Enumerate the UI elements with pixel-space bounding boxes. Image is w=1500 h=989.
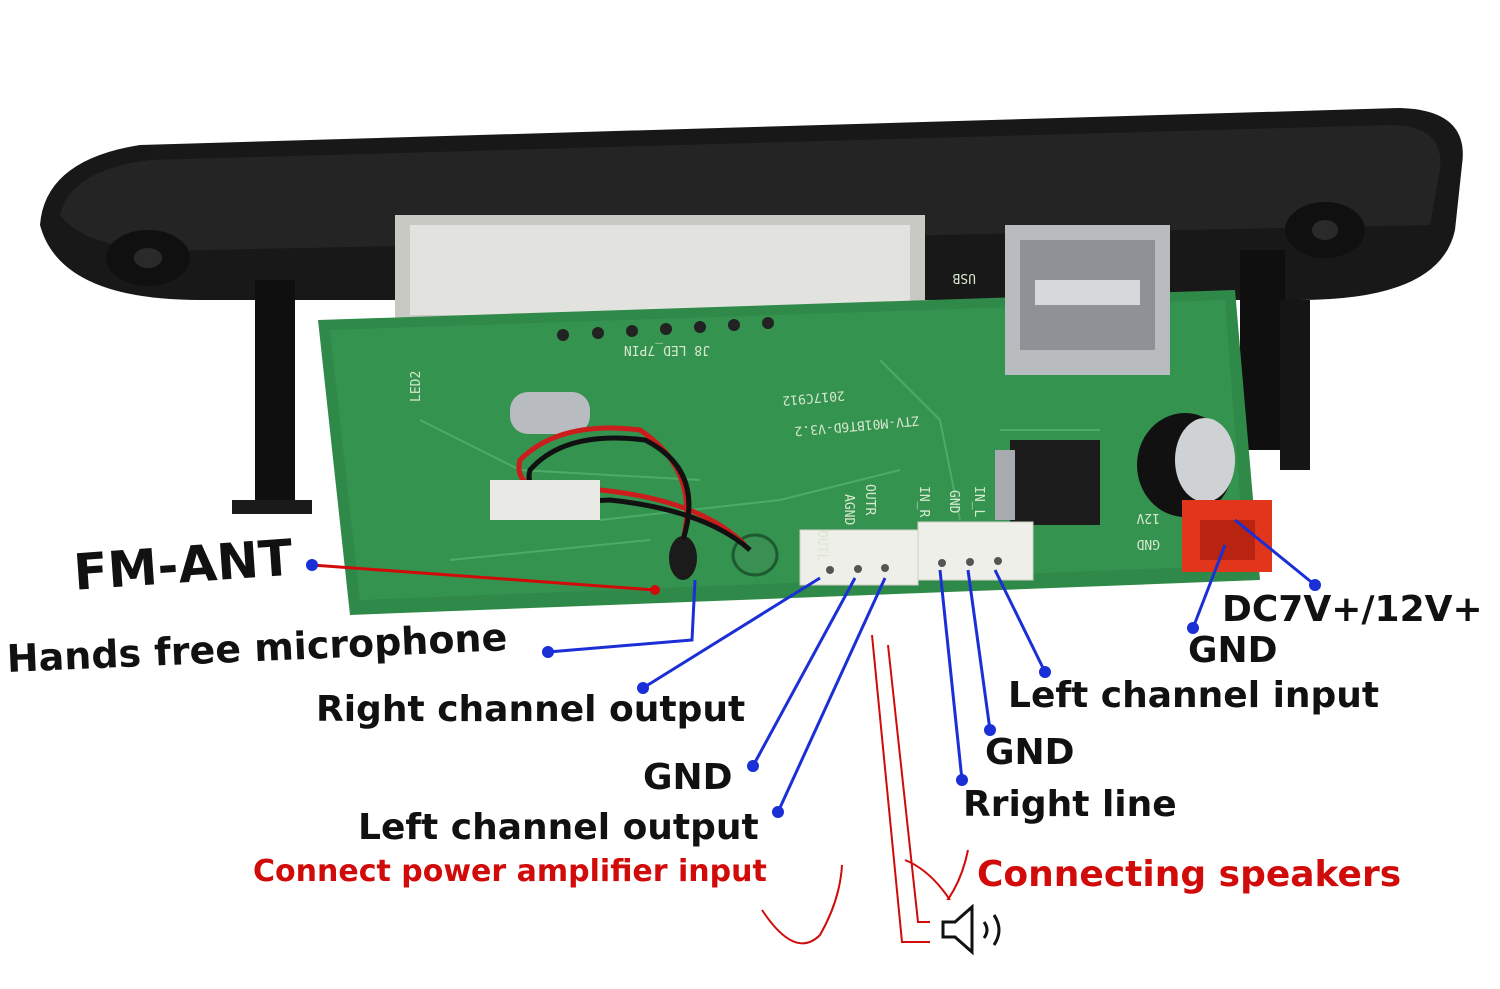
label-connect-power-amplifier-input: Connect power amplifier input [253, 854, 767, 889]
label-gnd-input: GND [985, 732, 1075, 773]
leader-lines [306, 518, 1321, 818]
pcb-ingnd-text: GND [946, 490, 961, 514]
pcb-board: J8 LED_7PIN 2017C912 ZTV-M01BT6D-V3.2 US… [318, 225, 1272, 615]
pcb-led-text: LED2 [409, 371, 424, 402]
pcb-12v-text: 12V [1136, 510, 1160, 525]
speaker-wiring [761, 634, 969, 945]
pcb-date-text: 2017C912 [782, 387, 846, 407]
pcb-agnd-text: AGND [841, 494, 856, 525]
label-connecting-speakers: Connecting speakers [977, 854, 1402, 895]
label-gnd-output: GND [643, 757, 733, 798]
label-right-channel-output: Right channel output [316, 689, 746, 730]
label-gnd-power: GND [1188, 630, 1278, 671]
pcb-outr-text: OUTR [862, 484, 877, 515]
pcb-outl-text: OUTL [814, 530, 829, 561]
label-left-channel-input: Left channel input [1008, 675, 1380, 716]
pcb-usb-text: USB [952, 270, 976, 285]
speaker-icon [930, 900, 1025, 965]
label-dc-power: DC7V+/12V+ [1222, 589, 1483, 630]
label-right-line: Rright line [963, 784, 1177, 825]
label-left-channel-output: Left channel output [358, 807, 759, 848]
pcb-inl-text: IN_L [971, 486, 986, 517]
front-panel [40, 108, 1463, 514]
pcb-header-text: J8 LED_7PIN [624, 342, 710, 357]
pcb-inr-text: IN_R [916, 486, 931, 517]
label-fm-ant: FM-ANT [71, 528, 295, 602]
pcb-gnd-text: GND [1136, 536, 1160, 551]
